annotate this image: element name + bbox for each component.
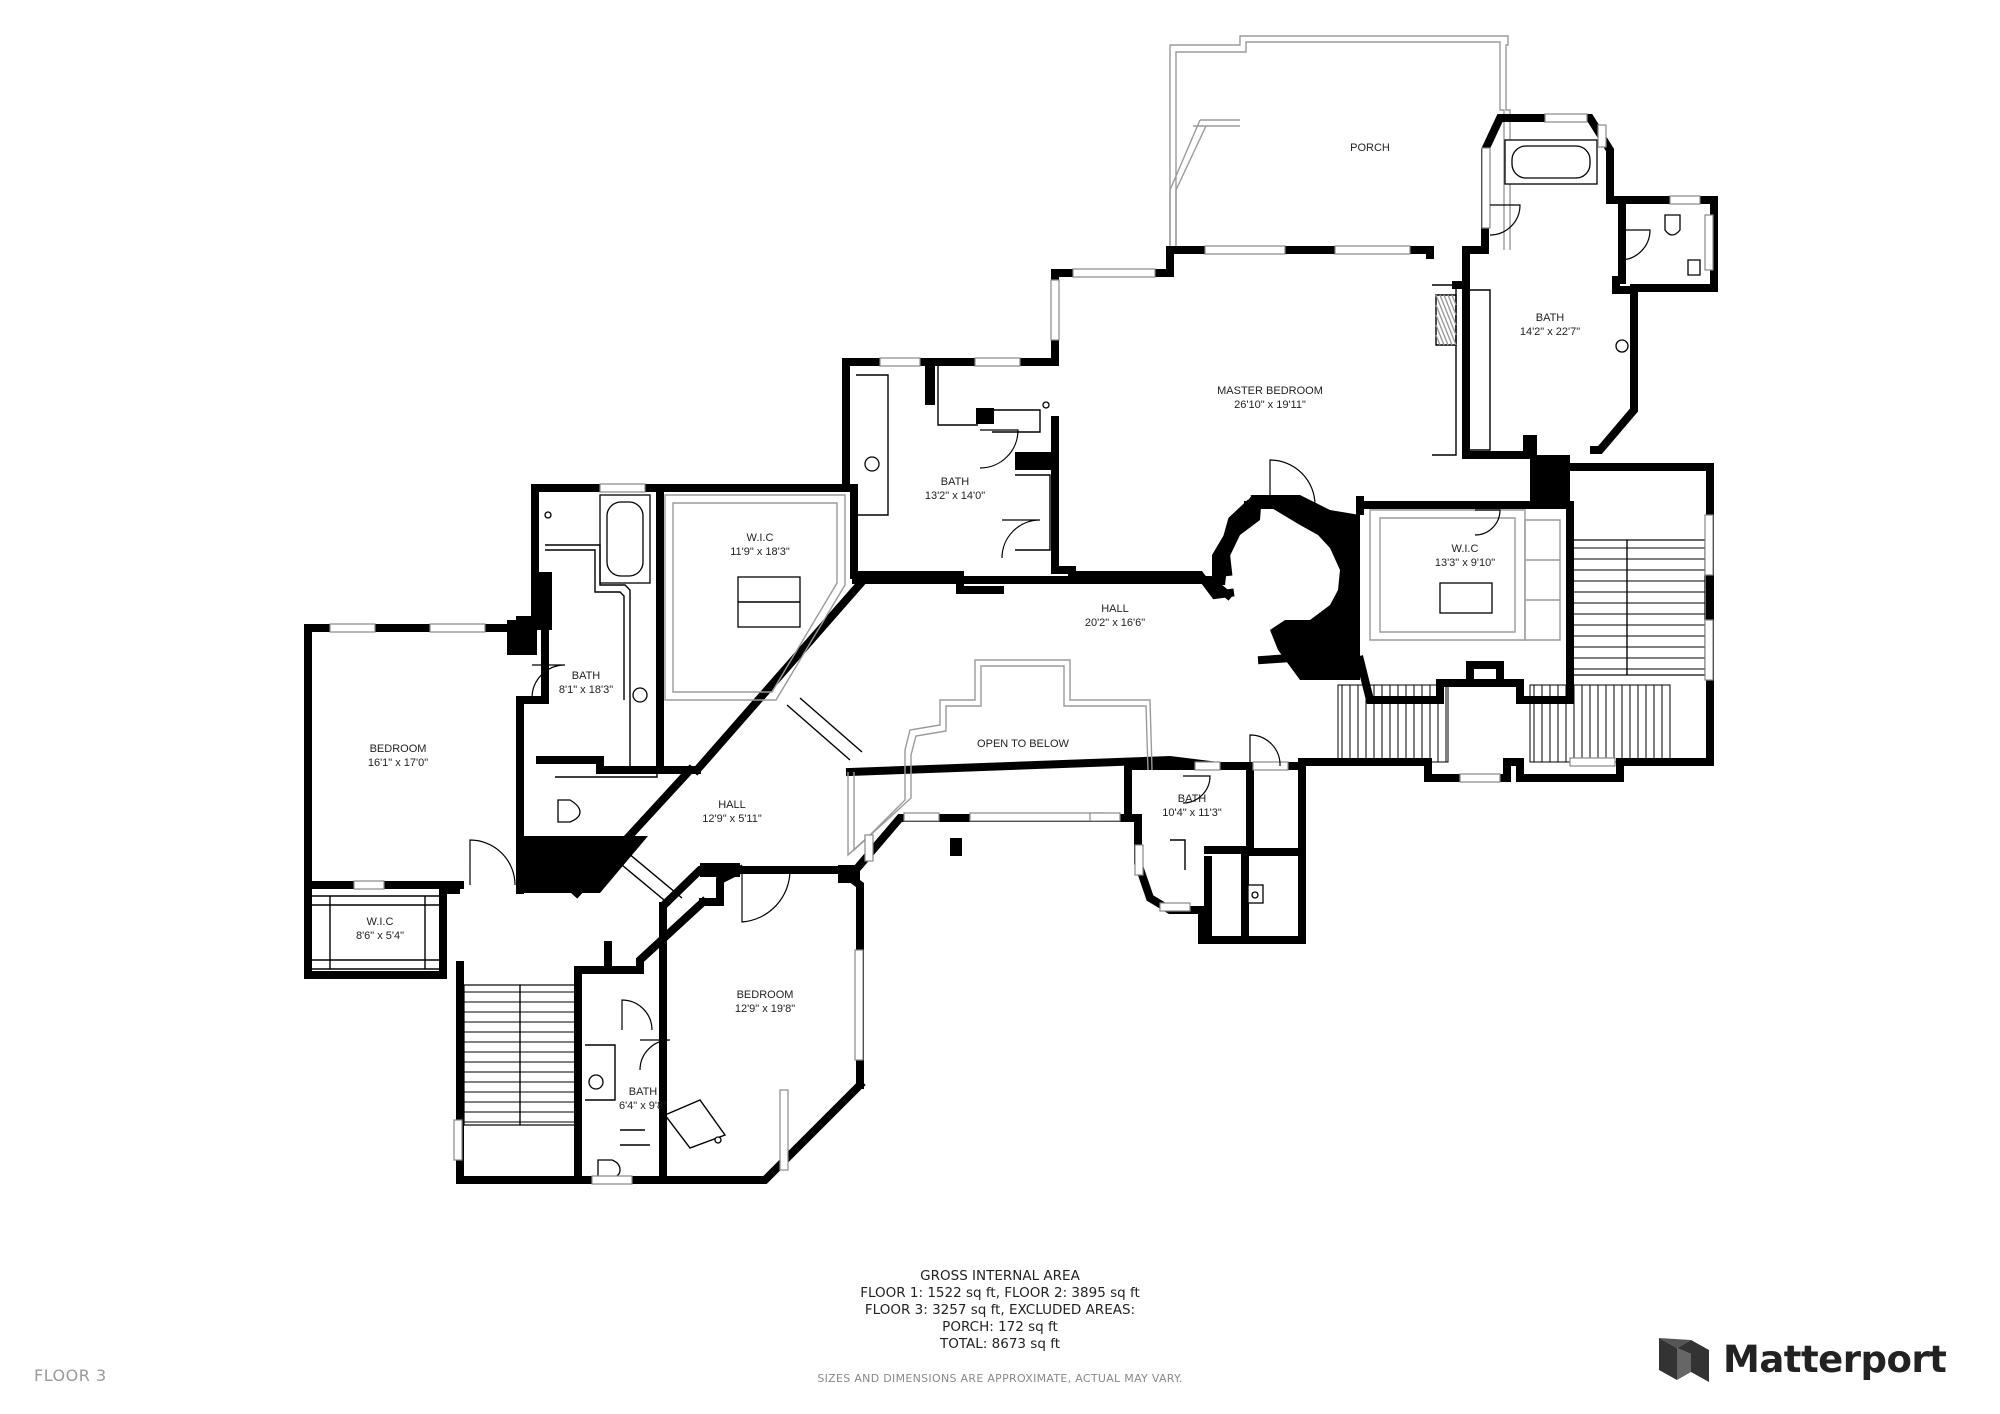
wic-top-label: W.I.C (747, 532, 774, 544)
area-line-3: PORCH: 172 sq ft (942, 1319, 1058, 1335)
wic-right-dims: 13'3" x 9'10" (1435, 557, 1495, 569)
area-line-4: TOTAL: 8673 sq ft (939, 1336, 1061, 1352)
bath-left-label: BATH (572, 670, 601, 682)
hall-small-label: HALL (718, 799, 746, 811)
hall-small-dims: 12'9" x 5'11" (702, 813, 762, 825)
gross-internal-area: GROSS INTERNAL AREA FLOOR 1: 1522 sq ft,… (700, 1268, 1300, 1353)
master-bedroom-label: MASTER BEDROOM (1217, 385, 1323, 397)
stairs-left (463, 984, 576, 1126)
windows (329, 113, 1714, 1185)
room-labels: PORCH BATH 14'2" x 22'7" MASTER BEDROOM … (356, 142, 1580, 1112)
porch-outline (1169, 35, 1511, 254)
open-to-below-label: OPEN TO BELOW (977, 738, 1070, 750)
bath-bottom-dims: 6'4" x 9'8" (619, 1100, 667, 1112)
floor-label: FLOOR 3 (34, 1366, 107, 1385)
doors (469, 204, 1651, 1071)
bedroom-left-dims: 16'1" x 17'0" (368, 757, 428, 769)
bath-top-dims: 13'2" x 14'0" (925, 490, 985, 502)
brand-name: Matterport (1723, 1337, 1947, 1381)
disclaimer: SIZES AND DIMENSIONS ARE APPROXIMATE, AC… (817, 1372, 1183, 1385)
bath-bottom-label: BATH (629, 1086, 658, 1098)
bath-left-dims: 8'1" x 18'3" (559, 684, 613, 696)
master-bath-label: BATH (1536, 312, 1565, 324)
hall-main-dims: 20'2" x 16'6" (1085, 617, 1145, 629)
bedroom-bottom-label: BEDROOM (737, 989, 794, 1001)
bath-top-label: BATH (941, 476, 970, 488)
area-line-1: FLOOR 1: 1522 sq ft, FLOOR 2: 3895 sq ft (860, 1285, 1140, 1301)
bedroom-left-label: BEDROOM (370, 743, 427, 755)
open-to-below-outline (847, 659, 1153, 857)
wic-top-dims: 11'9" x 18'3" (730, 546, 790, 558)
porch-label: PORCH (1350, 142, 1390, 154)
brand: Matterport (1657, 1332, 1947, 1386)
wic-left-dims: 8'6" x 5'4" (356, 930, 404, 942)
bedroom-bottom-dims: 12'9" x 19'8" (735, 1003, 795, 1015)
stairs-right-upper (1571, 539, 1706, 676)
hall-main-label: HALL (1101, 603, 1129, 615)
wic-left-label: W.I.C (367, 916, 394, 928)
bath-mid-dims: 10'4" x 11'3" (1162, 807, 1222, 819)
master-bedroom-dims: 26'10" x 19'11" (1234, 399, 1306, 411)
area-title: GROSS INTERNAL AREA (920, 1268, 1080, 1284)
round-vestibule (1220, 499, 1360, 665)
master-bath-dims: 14'2" x 22'7" (1520, 326, 1580, 338)
area-line-2: FLOOR 3: 3257 sq ft, EXCLUDED AREAS: (864, 1302, 1136, 1318)
wic-right-label: W.I.C (1452, 543, 1479, 555)
fixtures (312, 139, 1701, 1179)
matterport-logo-icon (1659, 1338, 1709, 1382)
bath-mid-label: BATH (1178, 793, 1207, 805)
stairs-right-lower (1337, 684, 1671, 763)
